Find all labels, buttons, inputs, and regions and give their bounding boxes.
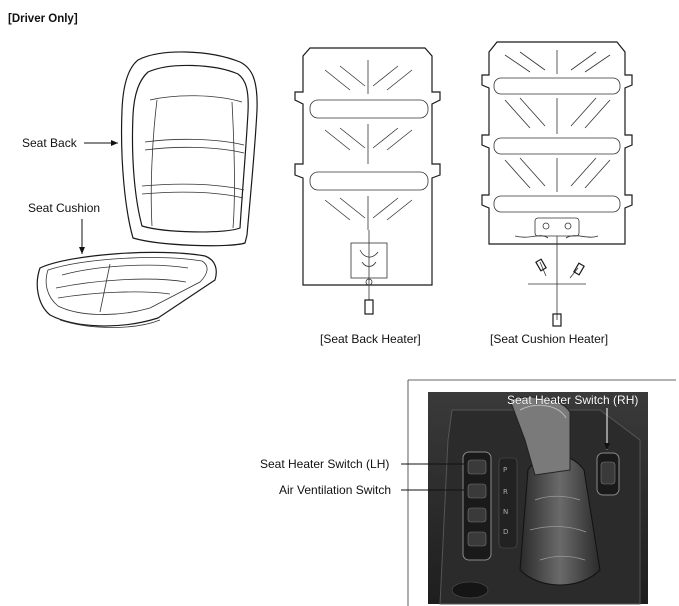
svg-text:P: P [503, 466, 507, 474]
air-ventilation-switch-label: Air Ventilation Switch [279, 483, 391, 497]
seat-back-heater-pad [294, 47, 441, 315]
console-photo: P R N D [407, 379, 676, 606]
seat-cushion-label: Seat Cushion [28, 201, 100, 215]
svg-text:R: R [503, 488, 508, 496]
seat-back-heater-caption: [Seat Back Heater] [320, 332, 421, 346]
seat-back-label: Seat Back [22, 136, 78, 150]
seat-cushion-heater-pad [481, 41, 633, 327]
seat-back-illustration [120, 51, 258, 247]
svg-text:N: N [503, 508, 508, 516]
seat-cushion-heater-caption: [Seat Cushion Heater] [490, 332, 608, 346]
seat-heater-switch-lh-label: Seat Heater Switch (LH) [260, 457, 389, 471]
header-title: [Driver Only] [8, 13, 78, 25]
seat-heater-switch-rh-label: Seat Heater Switch (RH) [507, 393, 638, 407]
seat-cushion-illustration [36, 251, 217, 328]
svg-text:D: D [503, 528, 508, 536]
